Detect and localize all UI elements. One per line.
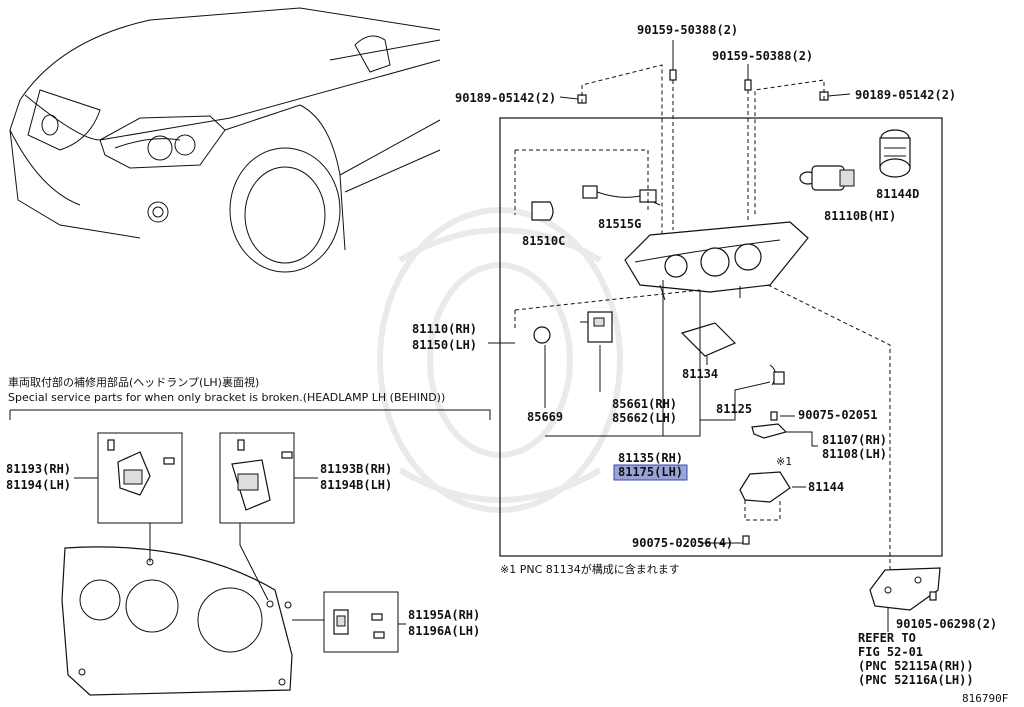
refer-line-1: REFER TO — [858, 631, 916, 645]
bracket-81193b-icon — [231, 439, 293, 511]
label-90075b: 90075-02056(4) — [632, 536, 733, 550]
label-90189a: 90189-05142(2) — [455, 91, 556, 105]
socket-81144d-icon — [879, 129, 911, 178]
label-81175[interactable]: 81175(LH) — [618, 465, 683, 479]
highlight-81175 — [613, 464, 688, 481]
label-81194b: 81194B(LH) — [320, 478, 392, 492]
screw-90075b-icon — [742, 535, 750, 545]
figure-id: 816790F — [962, 692, 1008, 705]
label-81110: 81110(RH) — [412, 322, 477, 336]
label-81510c: 81510C — [522, 234, 565, 248]
label-90105: 90105-06298(2) — [896, 617, 997, 631]
car-front-illustration — [9, 7, 441, 273]
refer-line-3: (PNC 52115A(RH)) — [858, 659, 974, 673]
label-mark1: ※1 — [776, 455, 792, 468]
note-pnc: ※1 PNC 81134が構成に含まれます — [500, 562, 680, 576]
leveling-motor-icon — [580, 311, 613, 343]
mounting-bracket-icon — [869, 567, 941, 611]
label-81108: 81108(LH) — [822, 447, 887, 461]
label-81196a: 81196A(LH) — [408, 624, 480, 638]
screw-90075-icon — [770, 411, 778, 421]
label-85662: 85662(LH) — [612, 411, 677, 425]
label-81150: 81150(LH) — [412, 338, 477, 352]
label-90159a: 90159-50388(2) — [637, 23, 738, 37]
ballast-81107-icon — [751, 423, 788, 439]
wire-harness-icon — [582, 185, 661, 206]
bracket-81195a-icon — [333, 609, 385, 639]
label-90075a: 90075-02051 — [798, 408, 877, 422]
bracket-81195a-box — [323, 591, 399, 653]
headlamp-assembly-icon — [624, 221, 809, 301]
label-81194: 81194(LH) — [6, 478, 71, 492]
label-81195a: 81195A(RH) — [408, 608, 480, 622]
main-assembly-frame — [499, 117, 943, 557]
label-81134: 81134 — [682, 367, 718, 381]
screw-icon — [577, 69, 829, 104]
gasket-ring-85669-icon — [533, 326, 551, 344]
label-81144d: 81144D — [876, 187, 919, 201]
refer-line-2: FIG 52-01 — [858, 645, 923, 659]
headlamp-back-plate-icon — [61, 546, 293, 696]
label-85669: 85669 — [527, 410, 563, 424]
label-81515g: 81515G — [598, 217, 641, 231]
refer-line-4: (PNC 52116A(LH)) — [858, 673, 974, 687]
label-81135: 81135(RH) — [618, 451, 683, 465]
label-81125: 81125 — [716, 402, 752, 416]
actuator-81125-icon — [769, 364, 785, 386]
label-81144: 81144 — [808, 480, 844, 494]
seal-gasket-81134-icon — [680, 322, 737, 357]
label-81193: 81193(RH) — [6, 462, 71, 476]
label-90159b: 90159-50388(2) — [712, 49, 813, 63]
bulb-81110b-icon — [799, 165, 855, 191]
service-title-jp: 車両取付部の補修用部品(ヘッドランプ(LH)裏面視) — [8, 375, 259, 389]
label-85661: 85661(RH) — [612, 397, 677, 411]
bulb-cap-icon — [531, 201, 554, 221]
ignitor-81144-icon — [739, 471, 791, 521]
label-81193b: 81193B(RH) — [320, 462, 392, 476]
label-90189b: 90189-05142(2) — [855, 88, 956, 102]
label-81110b: 81110B(HI) — [824, 209, 896, 223]
screw-90105-icon — [929, 591, 937, 601]
service-title-en: Special service parts for when only brac… — [8, 391, 445, 404]
bracket-81193-icon — [107, 439, 175, 496]
label-81107: 81107(RH) — [822, 433, 887, 447]
